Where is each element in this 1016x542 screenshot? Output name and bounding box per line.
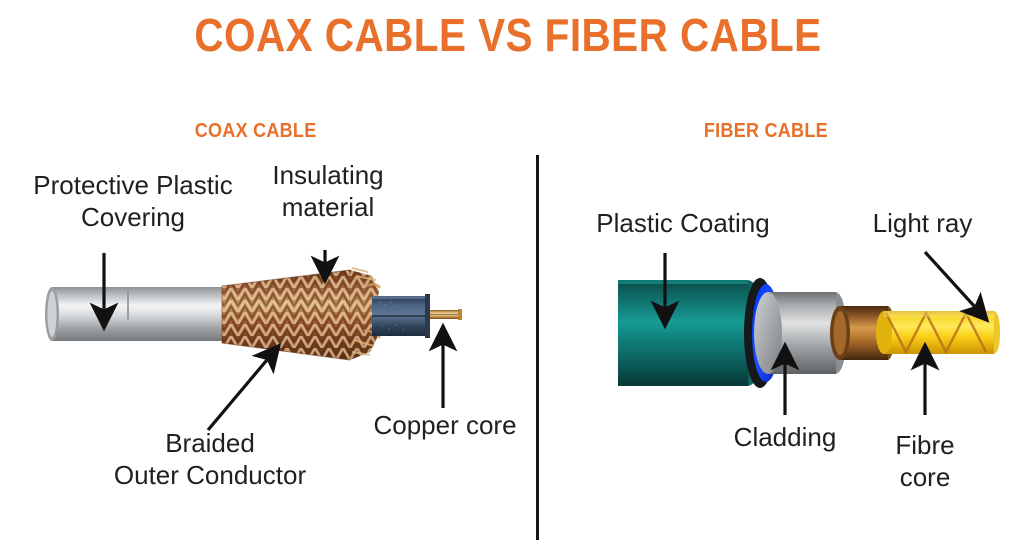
- label-insulating-material: Insulating material: [272, 160, 384, 222]
- label-fibre-core: Fibre core: [895, 430, 955, 492]
- arrow-braided-conductor: [206, 343, 282, 432]
- label-copper-core: Copper core: [373, 410, 517, 440]
- section-divider: [536, 155, 539, 540]
- label-cladding: Cladding: [733, 422, 837, 452]
- section-heading-coax: COAX CABLE: [194, 120, 317, 142]
- fiber-cable-illustration: [618, 278, 1000, 388]
- label-protective-plastic-covering: Protective Plastic Covering: [33, 170, 233, 232]
- label-braided-outer-conductor: Braided Outer Conductor: [113, 428, 307, 490]
- section-heading-fiber: FIBER CABLE: [703, 120, 828, 142]
- coax-cable-illustration: [45, 267, 462, 361]
- label-plastic-coating: Plastic Coating: [596, 208, 770, 238]
- leader-arrows: [89, 250, 990, 432]
- arrow-light-ray: [923, 250, 990, 323]
- label-light-ray: Light ray: [872, 208, 973, 238]
- page-title: COAX CABLE VS FIBER CABLE: [194, 9, 822, 61]
